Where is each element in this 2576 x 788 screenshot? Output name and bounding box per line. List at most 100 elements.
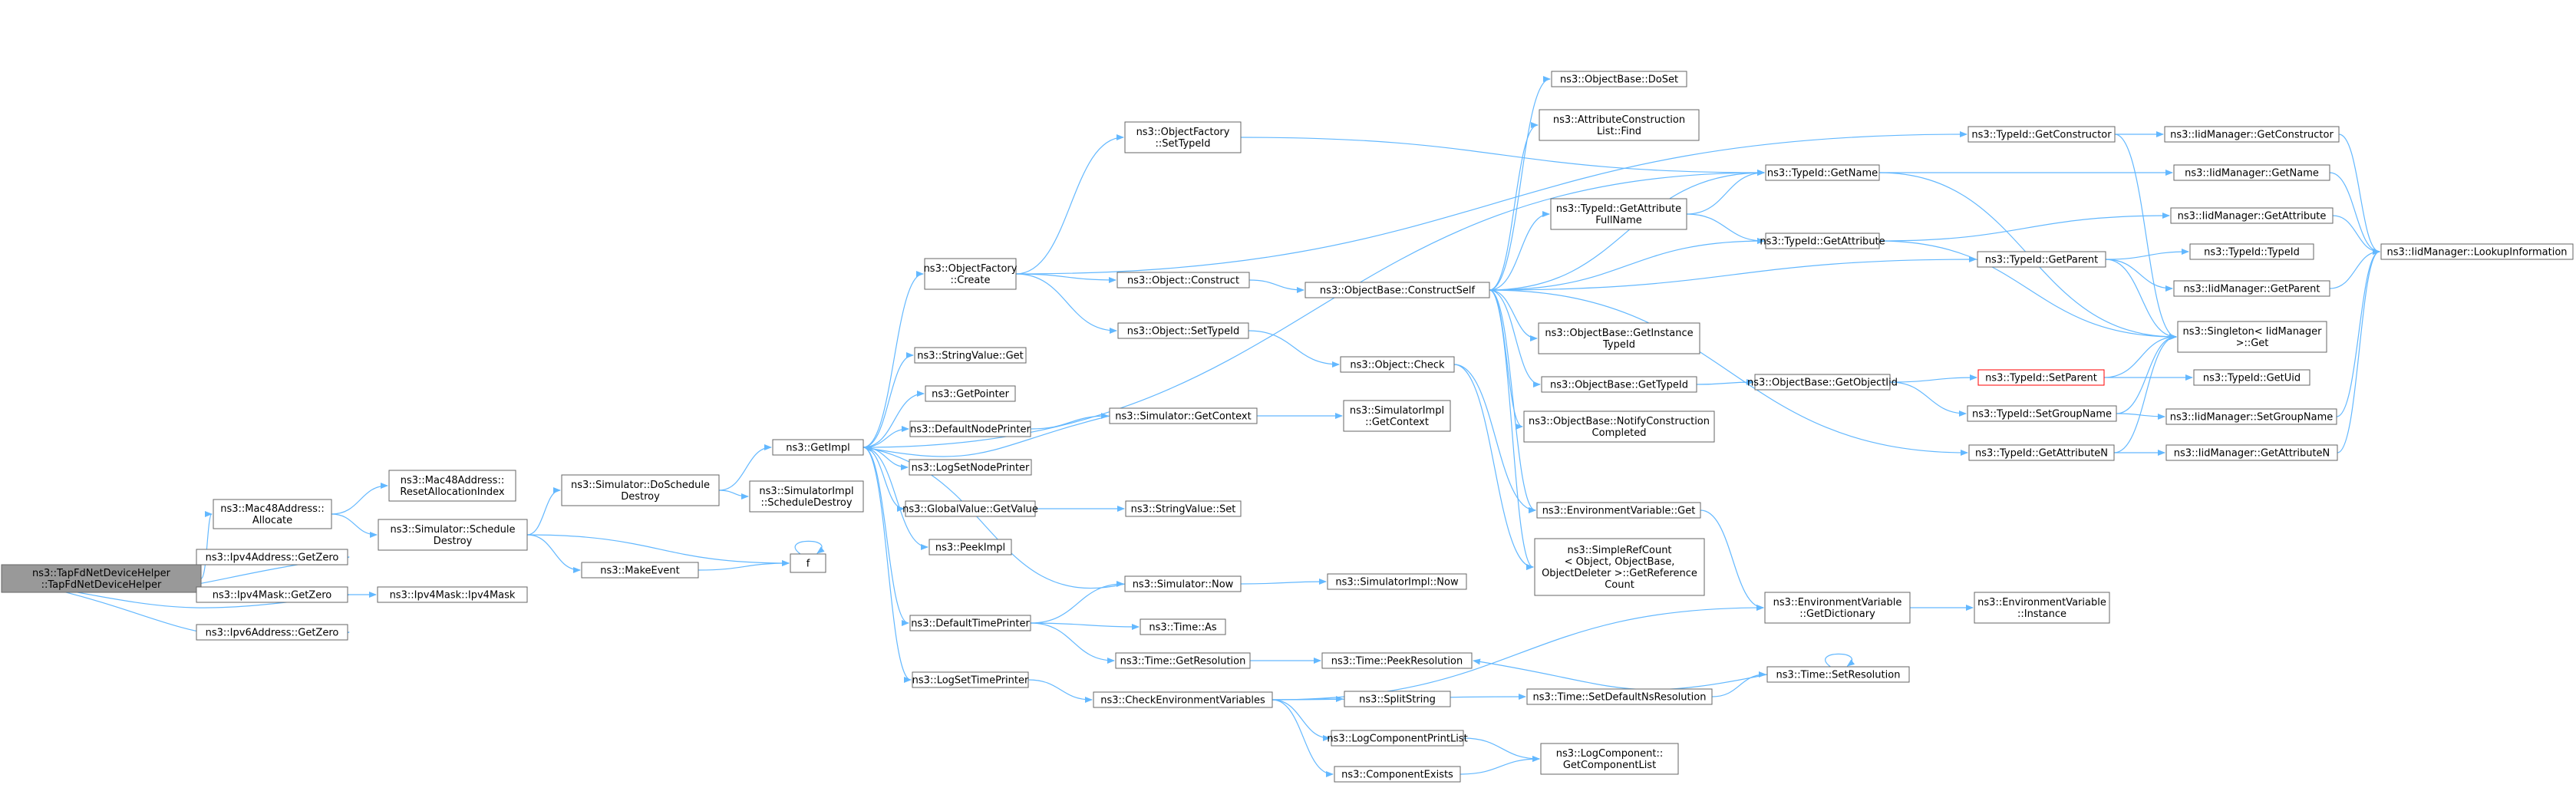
node-mac48alloc[interactable]: ns3::Mac48Address::Allocate bbox=[213, 499, 332, 529]
node-label-line: ns3::TypeId::GetAttributeN bbox=[1975, 448, 2108, 460]
node-obj-base-get-type-id[interactable]: ns3::ObjectBase::GetTypeId bbox=[1541, 376, 1697, 393]
node-label-line: ns3::Mac48Address:: bbox=[401, 475, 504, 486]
node-ipv4addrzero[interactable]: ns3::Ipv4Address::GetZero bbox=[196, 549, 348, 565]
node-iid-get-name[interactable]: ns3::IidManager::GetName bbox=[2173, 164, 2330, 181]
node-get-pointer[interactable]: ns3::GetPointer bbox=[925, 385, 1016, 402]
node-type-id-set-group-name[interactable]: ns3::TypeId::SetGroupName bbox=[1967, 405, 2117, 422]
node-obj-base-construct-self[interactable]: ns3::ObjectBase::ConstructSelf bbox=[1304, 282, 1490, 298]
node-string-val-get[interactable]: ns3::StringValue::Get bbox=[914, 347, 1027, 364]
edge-line bbox=[1463, 737, 1540, 762]
node-time-peek-res[interactable]: ns3::Time::PeekResolution bbox=[1321, 652, 1473, 669]
node-label-line: ns3::SimpleRefCount bbox=[1567, 545, 1671, 556]
node-label-line: ns3::ObjectBase::DoSet bbox=[1560, 74, 1678, 86]
node-iid-lookup-info[interactable]: ns3::IidManager::LookupInformation bbox=[2380, 243, 2574, 260]
node-f[interactable]: f bbox=[790, 553, 826, 573]
node-label-line: ns3::Simulator::DoSchedule bbox=[571, 480, 710, 491]
node-box bbox=[1115, 652, 1251, 669]
node-sim-impl-now[interactable]: ns3::SimulatorImpl::Now bbox=[1327, 573, 1467, 590]
node-env-var-get[interactable]: ns3::EnvironmentVariable::Get bbox=[1536, 502, 1701, 519]
node-iid-set-group-name[interactable]: ns3::IidManager::SetGroupName bbox=[2165, 408, 2337, 425]
edge-line bbox=[1015, 131, 1967, 275]
edge-line bbox=[1878, 213, 2170, 242]
node-label-line: ns3::Object::Check bbox=[1350, 360, 1445, 371]
node-box bbox=[1541, 376, 1697, 393]
node-box bbox=[213, 499, 332, 529]
node-simple-ref-count[interactable]: ns3::SimpleRefCount< Object, ObjectBase,… bbox=[1534, 538, 1705, 596]
node-component-exists[interactable]: ns3::ComponentExists bbox=[1334, 766, 1461, 783]
edge-iid-get-parent-to-iid-lookup-info bbox=[2329, 249, 2380, 289]
edge-obj-base-construct-self-to-type-id-get-attribute-n bbox=[1489, 289, 1968, 456]
node-string-val-set[interactable]: ns3::StringValue::Set bbox=[1125, 500, 1242, 517]
node-type-id-type-id[interactable]: ns3::TypeId::TypeId bbox=[2189, 243, 2314, 260]
node-time-set-def-ns-res[interactable]: ns3::Time::SetDefaultNsResolution bbox=[1526, 688, 1713, 705]
edge-line bbox=[1015, 273, 1117, 334]
node-label-line: ns3::GlobalValue::GetValue bbox=[902, 504, 1038, 516]
node-log-set-time-printer[interactable]: ns3::LogSetTimePrinter bbox=[912, 671, 1029, 688]
node-label-line: ns3::Singleton< IidManager bbox=[2182, 326, 2322, 338]
node-time-get-res[interactable]: ns3::Time::GetResolution bbox=[1115, 652, 1251, 669]
node-log-comp-get-comp-list[interactable]: ns3::LogComponent::GetComponentList bbox=[1540, 743, 1679, 775]
node-env-var-get-dict[interactable]: ns3::EnvironmentVariable::GetDictionary bbox=[1764, 592, 1911, 624]
node-log-comp-print-list[interactable]: ns3::LogComponentPrintList bbox=[1327, 730, 1468, 747]
node-get-impl[interactable]: ns3::GetImpl bbox=[772, 439, 864, 456]
node-time-set-res[interactable]: ns3::Time::SetResolution bbox=[1766, 666, 1910, 683]
node-type-id-get-attribute[interactable]: ns3::TypeId::GetAttribute bbox=[1760, 232, 1885, 249]
edge-line bbox=[526, 487, 561, 536]
node-iid-get-parent[interactable]: ns3::IidManager::GetParent bbox=[2173, 280, 2330, 297]
node-sim-impl-get-context[interactable]: ns3::SimulatorImpl::GetContext bbox=[1343, 400, 1451, 432]
node-type-id-get-name[interactable]: ns3::TypeId::GetName bbox=[1765, 164, 1880, 181]
node-sim-now[interactable]: ns3::Simulator::Now bbox=[1124, 575, 1242, 592]
node-label-line: ns3::TypeId::GetParent bbox=[1985, 255, 2099, 266]
node-ipv4mask[interactable]: ns3::Ipv4Mask::Ipv4Mask bbox=[377, 586, 528, 603]
node-singleton-get[interactable]: ns3::Singleton< IidManager>::Get bbox=[2177, 321, 2327, 353]
node-root[interactable]: ns3::TapFdNetDeviceHelper::TapFdNetDevic… bbox=[1, 564, 202, 593]
edge-line bbox=[1015, 134, 1124, 275]
node-type-id-get-parent[interactable]: ns3::TypeId::GetParent bbox=[1977, 251, 2106, 268]
node-obj-base-do-set[interactable]: ns3::ObjectBase::DoSet bbox=[1551, 71, 1687, 87]
node-obj-check[interactable]: ns3::Object::Check bbox=[1340, 356, 1455, 373]
node-sim-impl-sched-destroy[interactable]: ns3::SimulatorImpl::ScheduleDestroy bbox=[749, 480, 864, 513]
node-obj-set-type-id[interactable]: ns3::Object::SetTypeId bbox=[1117, 322, 1249, 339]
node-type-id-get-uid[interactable]: ns3::TypeId::GetUid bbox=[2193, 369, 2310, 386]
node-iid-get-constructor[interactable]: ns3::IidManager::GetConstructor bbox=[2164, 126, 2340, 143]
node-iid-get-attribute[interactable]: ns3::IidManager::GetAttribute bbox=[2170, 207, 2334, 224]
node-box bbox=[1538, 322, 1700, 354]
node-obj-fact-create[interactable]: ns3::ObjectFactory::Create bbox=[924, 258, 1018, 290]
node-type-id-get-attribute-n[interactable]: ns3::TypeId::GetAttributeN bbox=[1968, 444, 2115, 461]
node-check-env-vars[interactable]: ns3::CheckEnvironmentVariables bbox=[1093, 691, 1273, 708]
edge-line bbox=[2329, 249, 2380, 289]
node-obj-base-get-object-iid[interactable]: ns3::ObjectBase::GetObjectIid bbox=[1747, 374, 1898, 391]
node-def-node-printer[interactable]: ns3::DefaultNodePrinter bbox=[909, 420, 1031, 437]
node-label-line: ns3::Ipv6Address::GetZero bbox=[206, 628, 339, 639]
node-ipv4maskzero[interactable]: ns3::Ipv4Mask::GetZero bbox=[196, 586, 348, 603]
node-peek-impl[interactable]: ns3::PeekImpl bbox=[928, 539, 1012, 556]
node-time-as[interactable]: ns3::Time::As bbox=[1140, 618, 1226, 635]
node-sim-get-context[interactable]: ns3::Simulator::GetContext bbox=[1109, 407, 1258, 424]
node-make-event[interactable]: ns3::MakeEvent bbox=[581, 562, 699, 579]
node-mac48reset[interactable]: ns3::Mac48Address::ResetAllocationIndex bbox=[388, 470, 516, 502]
node-sched-destroy[interactable]: ns3::Simulator::ScheduleDestroy bbox=[378, 519, 528, 551]
edge-line bbox=[1030, 622, 1115, 664]
node-env-var-instance[interactable]: ns3::EnvironmentVariable::Instance bbox=[1974, 592, 2110, 624]
node-label-line: ::GetContext bbox=[1365, 417, 1429, 428]
node-label-line: f bbox=[806, 559, 810, 570]
edge-obj-base-construct-self-to-type-id-get-attribute bbox=[1489, 238, 1765, 291]
node-iid-get-attribute-n[interactable]: ns3::IidManager::GetAttributeN bbox=[2165, 444, 2338, 461]
node-log-set-node-printer[interactable]: ns3::LogSetNodePrinter bbox=[909, 459, 1032, 476]
edge-obj-base-construct-self-to-attr-constr-list-find bbox=[1489, 122, 1539, 291]
node-type-id-set-parent[interactable]: ns3::TypeId::SetParent bbox=[1977, 369, 2105, 386]
node-def-time-printer[interactable]: ns3::DefaultTimePrinter bbox=[909, 615, 1031, 631]
edge-line bbox=[1711, 671, 1766, 697]
node-obj-base-notify-constr[interactable]: ns3::ObjectBase::NotifyConstructionCompl… bbox=[1523, 410, 1715, 443]
node-ipv6addrzero[interactable]: ns3::Ipv6Address::GetZero bbox=[196, 624, 348, 641]
node-obj-fact-set-type-id[interactable]: ns3::ObjectFactory::SetTypeId bbox=[1124, 121, 1242, 153]
node-type-id-get-constructor[interactable]: ns3::TypeId::GetConstructor bbox=[1967, 126, 2116, 143]
node-obj-construct[interactable]: ns3::Object::Construct bbox=[1116, 272, 1250, 288]
node-split-string[interactable]: ns3::SplitString bbox=[1344, 691, 1451, 707]
edge-obj-fact-create-to-obj-set-type-id bbox=[1015, 273, 1117, 334]
node-global-val-get-value[interactable]: ns3::GlobalValue::GetValue bbox=[902, 500, 1038, 517]
